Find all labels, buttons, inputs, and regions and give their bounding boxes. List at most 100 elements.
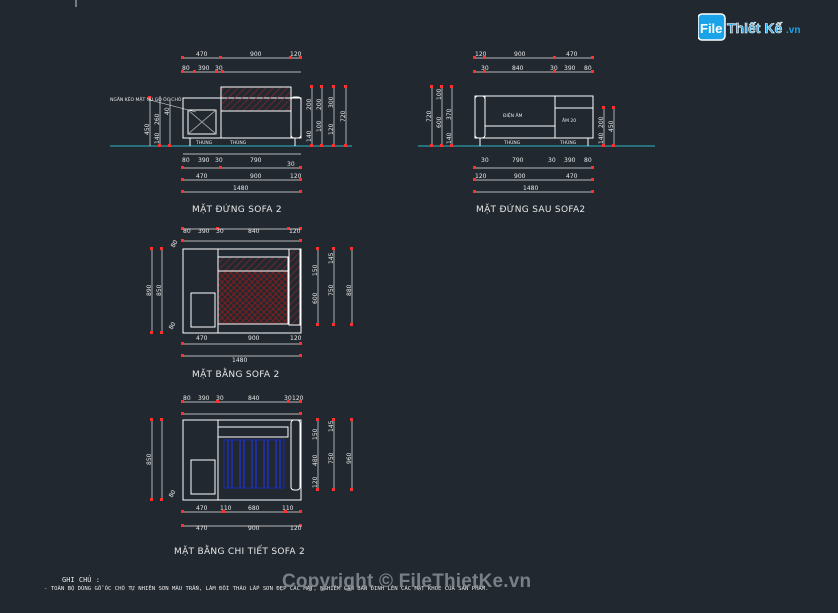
logo-name-text: Thiết Kế	[727, 20, 782, 36]
dim-text: 370	[446, 108, 453, 120]
dim-text: 80	[584, 157, 592, 164]
front-elevation-dims: 470 900 120 80 390 30 80 390 30 790 30 4…	[110, 51, 347, 192]
dim-text: 120	[290, 335, 302, 342]
dim-text: 140	[598, 132, 605, 144]
dim-text: 790	[250, 157, 262, 164]
dim-text: 100	[316, 120, 323, 132]
dim-text: 30	[215, 65, 223, 72]
dim-text: 140	[154, 132, 161, 144]
dim-text: 1480	[233, 185, 248, 192]
front-elevation-ticks	[148, 56, 347, 193]
dim-text: 470	[196, 51, 208, 58]
dim-text: 840	[248, 228, 260, 235]
back-elevation-ticks	[430, 56, 615, 193]
dim-text: 30	[550, 65, 558, 72]
dim-text: 600	[312, 292, 319, 304]
detail-ticks	[150, 400, 353, 527]
dim-text: 470	[196, 525, 208, 532]
dim-text: 120	[292, 395, 304, 402]
dim-text: 100	[436, 88, 443, 100]
dim-text: 120	[290, 173, 302, 180]
detail-plan-view	[151, 401, 353, 527]
dim-text: 145	[328, 252, 335, 264]
notes-title: GHI CHÚ :	[62, 576, 100, 584]
title-front-elevation: MẶT ĐỨNG SOFA 2	[192, 205, 282, 215]
dim-text: 480	[312, 454, 319, 466]
dim-text: 30	[216, 395, 224, 402]
dim-text: 80	[170, 239, 180, 249]
dim-text: 390	[198, 228, 210, 235]
dim-text: 80	[168, 489, 178, 499]
dim-text: 30	[481, 157, 489, 164]
dim-text: 840	[512, 65, 524, 72]
dim-text: 145	[328, 420, 335, 432]
lid-note-label: NGĂN KÉO MẶT NÚ GỖ ÓC CHÓ	[110, 95, 182, 103]
dim-text: 80	[182, 157, 190, 164]
dim-text: 110	[220, 505, 232, 512]
dim-text: 200	[306, 98, 313, 110]
filethietke-logo: File Thiết Kế .vn	[698, 13, 800, 41]
dim-text: 390	[564, 65, 576, 72]
dim-text: 450	[144, 123, 151, 135]
title-back-elevation: MẶT ĐỨNG SAU SOFA2	[476, 205, 586, 215]
copyright-watermark: Copyright © FileThietKe.vn	[282, 571, 532, 592]
plan-view	[151, 228, 353, 357]
dim-text: 390	[198, 65, 210, 72]
dim-text: 470	[196, 505, 208, 512]
back-elevation-dims: 120 900 470 30 840 30 390 80 30 790 30 3…	[426, 51, 615, 192]
dim-text: 900	[248, 335, 260, 342]
dim-text: 1480	[232, 357, 247, 364]
dim-text: 80	[182, 65, 190, 72]
dim-text: 390	[564, 157, 576, 164]
dim-text: 390	[198, 395, 210, 402]
dim-text: 720	[340, 110, 347, 122]
dim-text: 720	[426, 110, 433, 122]
dim-text: 30	[548, 157, 556, 164]
dim-text: 30	[216, 228, 224, 235]
dim-text: 120	[289, 228, 301, 235]
dim-text: 140	[306, 130, 313, 142]
dim-text: 200	[316, 98, 323, 110]
logo-domain-text: .vn	[786, 25, 800, 36]
dim-text: 790	[512, 157, 524, 164]
dim-text: 850	[156, 284, 163, 296]
detail-slats	[223, 439, 285, 489]
dim-text: 470	[566, 173, 578, 180]
logo-file-text: File	[700, 21, 722, 36]
dim-text: 900	[250, 173, 262, 180]
dim-text: 900	[514, 51, 526, 58]
dim-text: 900	[250, 51, 262, 58]
dim-text: 40	[164, 107, 171, 115]
dim-text: 470	[196, 335, 208, 342]
dim-text: 1480	[523, 185, 538, 192]
electrical-label: ĐIỆN ÂM	[503, 111, 523, 119]
dim-text: 300	[328, 96, 335, 108]
dim-text: 200	[598, 116, 605, 128]
dim-text: 30	[284, 395, 292, 402]
front-elevation	[110, 57, 352, 193]
dim-text: 30	[481, 65, 489, 72]
box-label: THÙNG	[503, 139, 521, 146]
dim-text: 900	[248, 525, 260, 532]
dim-text: 120	[475, 173, 487, 180]
dim-text: 960	[346, 452, 353, 464]
dim-text: 120	[328, 123, 335, 135]
dim-text: 260	[154, 113, 161, 125]
dim-text: 890	[146, 284, 153, 296]
dim-text: 750	[328, 284, 335, 296]
dim-text: 900	[514, 173, 526, 180]
dim-text: 80	[168, 321, 178, 331]
dim-text: 120	[475, 51, 487, 58]
notes-body: - TOÀN BỘ DÙNG GỖ ÓC CHÓ TỰ NHIÊN SƠN MÀ…	[44, 586, 489, 592]
dim-text: 390	[198, 157, 210, 164]
dim-text: 120	[312, 476, 319, 488]
plan-dims: 80 390 30 840 120 470 900 120 1480 890 8…	[146, 228, 353, 364]
dim-text: 680	[248, 505, 260, 512]
dim-text: 750	[328, 452, 335, 464]
box-label: THÙNG	[229, 139, 247, 146]
dim-text: 110	[282, 505, 294, 512]
plan-ticks	[150, 227, 353, 357]
dim-text: 600	[436, 116, 443, 128]
dim-text: 120	[290, 51, 302, 58]
dim-text: 470	[566, 51, 578, 58]
